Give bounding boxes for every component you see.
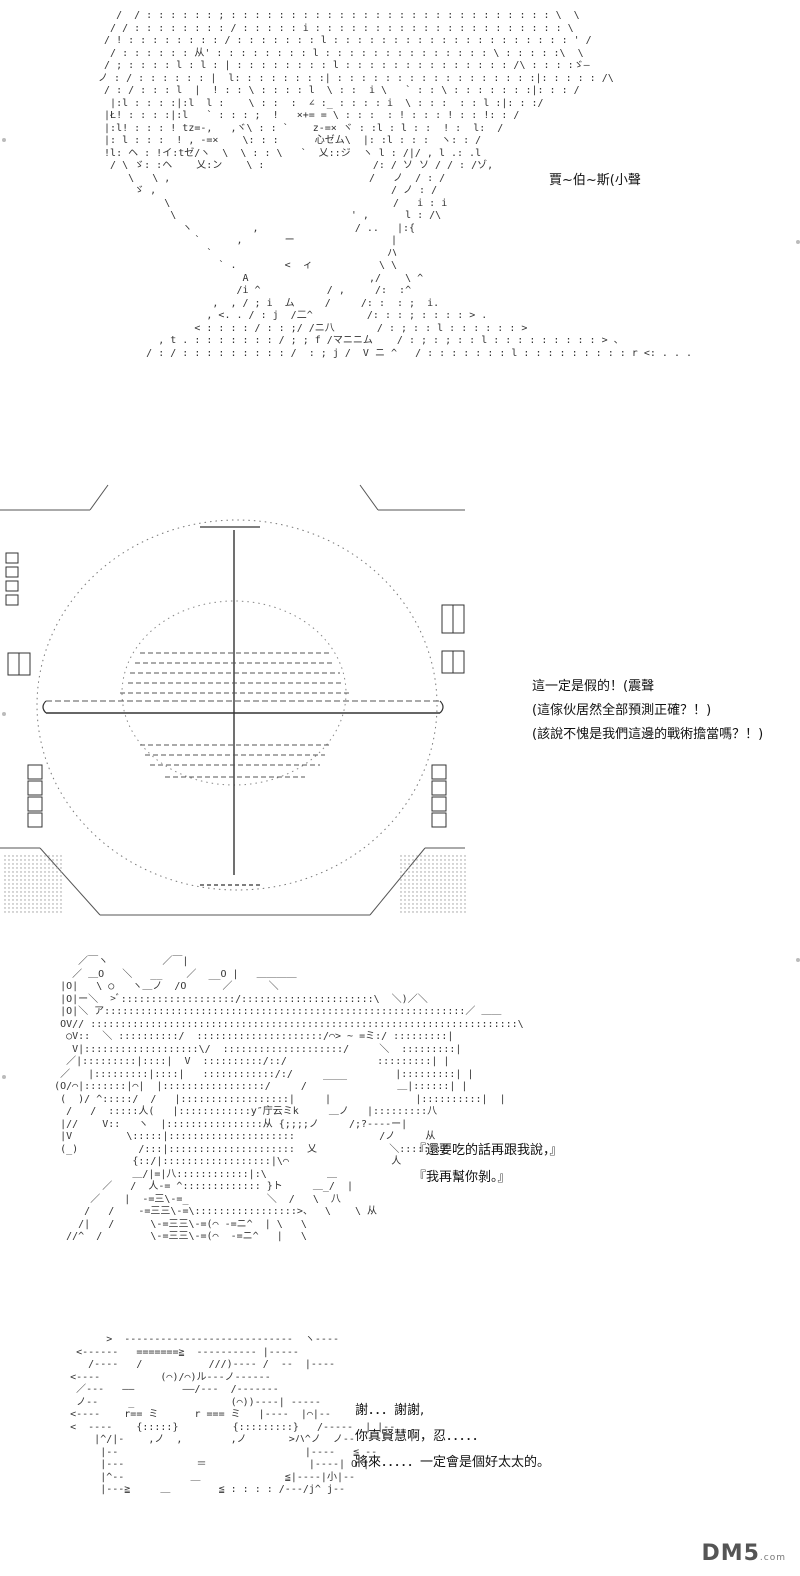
- caption-line: 『還要吃的話再跟我說，』: [413, 1143, 563, 1158]
- watermark-logo: DM5.com: [701, 1541, 786, 1566]
- panel-1-frame: [0, 484, 465, 511]
- panel-2-caption: 這一定是假的！(震聲 (這傢伙居然全部預測正確？！) (該說不愧是我們這邊的戰術…: [532, 679, 763, 743]
- panel-3: ／￣ヽ ／￣| ／ ＿O ＼ __ ／ __O | ＿＿＿＿ |O| \ ○ ヽ…: [0, 950, 800, 1310]
- ascii-art-face: / / : : : : : : ; : : : : : : : : : : : …: [98, 10, 693, 359]
- edge-dot: [2, 1075, 6, 1079]
- edge-dot: [2, 712, 6, 716]
- watermark-text: DM5: [701, 1541, 760, 1566]
- caption-line: 你真賢慧啊，忍．．．．．: [355, 1429, 486, 1444]
- scope-graphic: [0, 519, 466, 916]
- caption-line: (該說不愧是我們這邊的戰術擔當嗎？！): [532, 727, 764, 742]
- ascii-art-crowd: > ---------------------------- ヽ---- <--…: [70, 1334, 396, 1495]
- caption-line: (這傢伙居然全部預測正確？！): [532, 703, 712, 718]
- edge-dot: [2, 138, 6, 142]
- panel-1-caption: 賈~伯~斯(小聲: [549, 173, 641, 189]
- panel-2: 這一定是假的！(震聲 (這傢伙居然全部預測正確？！) (該說不愧是我們這邊的戰術…: [0, 515, 800, 920]
- panel-1: / / : : : : : : ; : : : : : : : : : : : …: [0, 0, 800, 511]
- panel-4: > ---------------------------- ヽ---- <--…: [0, 1330, 800, 1576]
- caption-line: 『我再幫你剝。』: [413, 1170, 511, 1185]
- caption-line: 將來．．．．．一定會是個好太太的。: [355, 1455, 551, 1470]
- panel-3-caption: 『還要吃的話再跟我說，』 『我再幫你剝。』: [413, 1143, 563, 1186]
- edge-dot: [796, 958, 800, 962]
- caption-line: 賈~伯~斯(小聲: [549, 173, 641, 188]
- watermark-sub: .com: [759, 1553, 786, 1563]
- ascii-art-character-hugging: ／￣ヽ ／￣| ／ ＿O ＼ __ ／ __O | ＿＿＿＿ |O| \ ○ ヽ…: [54, 956, 524, 1242]
- caption-line: 謝．．．謝謝,: [355, 1403, 425, 1418]
- panel-4-caption: 謝．．．謝謝, 你真賢慧啊，忍．．．．． 將來．．．．．一定會是個好太太的。: [355, 1403, 550, 1471]
- caption-line: 這一定是假的！(震聲: [532, 679, 655, 694]
- edge-dot: [796, 240, 800, 244]
